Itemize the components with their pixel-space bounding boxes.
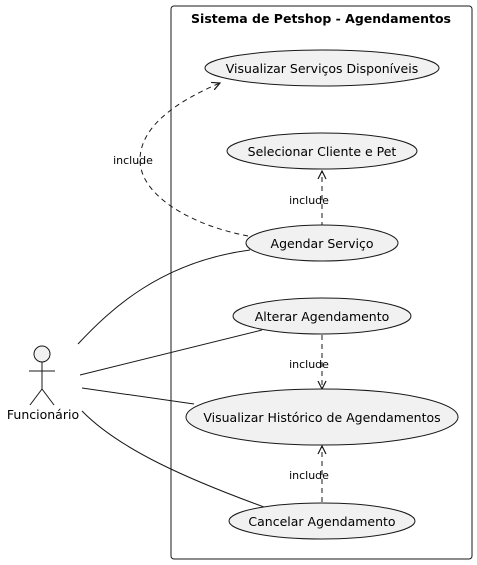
use-case-visualizar-historico[interactable]: Visualizar Histórico de Agendamentos bbox=[185, 388, 459, 446]
use-case-agendar-servico[interactable]: Agendar Serviço bbox=[245, 224, 399, 262]
actor-right-leg bbox=[41, 388, 55, 406]
actor-label: Funcionário bbox=[7, 407, 79, 422]
assoc-historico bbox=[81, 387, 195, 405]
use-case-alterar-agendamento[interactable]: Alterar Agendamento bbox=[232, 297, 412, 335]
use-case-label: Agendar Serviço bbox=[271, 236, 374, 251]
use-case-label: Alterar Agendamento bbox=[255, 309, 390, 324]
assoc-alterar bbox=[79, 329, 263, 376]
include-label-cancelar: include bbox=[289, 469, 329, 482]
use-case-label: Visualizar Serviços Disponíveis bbox=[226, 61, 418, 76]
system-title: Sistema de Petshop - Agendamentos bbox=[191, 11, 451, 26]
include-label-alterar: include bbox=[289, 358, 329, 371]
assoc-agendar bbox=[77, 249, 251, 345]
system-boundary: Sistema de Petshop - Agendamentos bbox=[170, 5, 473, 560]
use-case-label: Cancelar Agendamento bbox=[248, 514, 395, 529]
use-case-cancelar-agendamento[interactable]: Cancelar Agendamento bbox=[228, 502, 416, 540]
actor-head bbox=[33, 345, 51, 363]
use-case-label: Visualizar Histórico de Agendamentos bbox=[203, 410, 440, 425]
include-label-servicos: include bbox=[113, 154, 153, 167]
include-label-cliente: include bbox=[289, 194, 329, 207]
use-case-visualizar-servicos[interactable]: Visualizar Serviços Disponíveis bbox=[204, 49, 440, 87]
associations bbox=[77, 249, 265, 508]
include-relations: include include include include bbox=[113, 83, 329, 502]
assoc-cancelar bbox=[81, 410, 265, 508]
use-case-label: Selecionar Cliente e Pet bbox=[248, 144, 397, 159]
actor-funcionario[interactable]: Funcionário bbox=[7, 345, 79, 422]
actor-left-leg bbox=[29, 388, 43, 406]
use-case-selecionar-cliente[interactable]: Selecionar Cliente e Pet bbox=[226, 132, 418, 170]
include-arrow-servicos bbox=[139, 83, 249, 237]
